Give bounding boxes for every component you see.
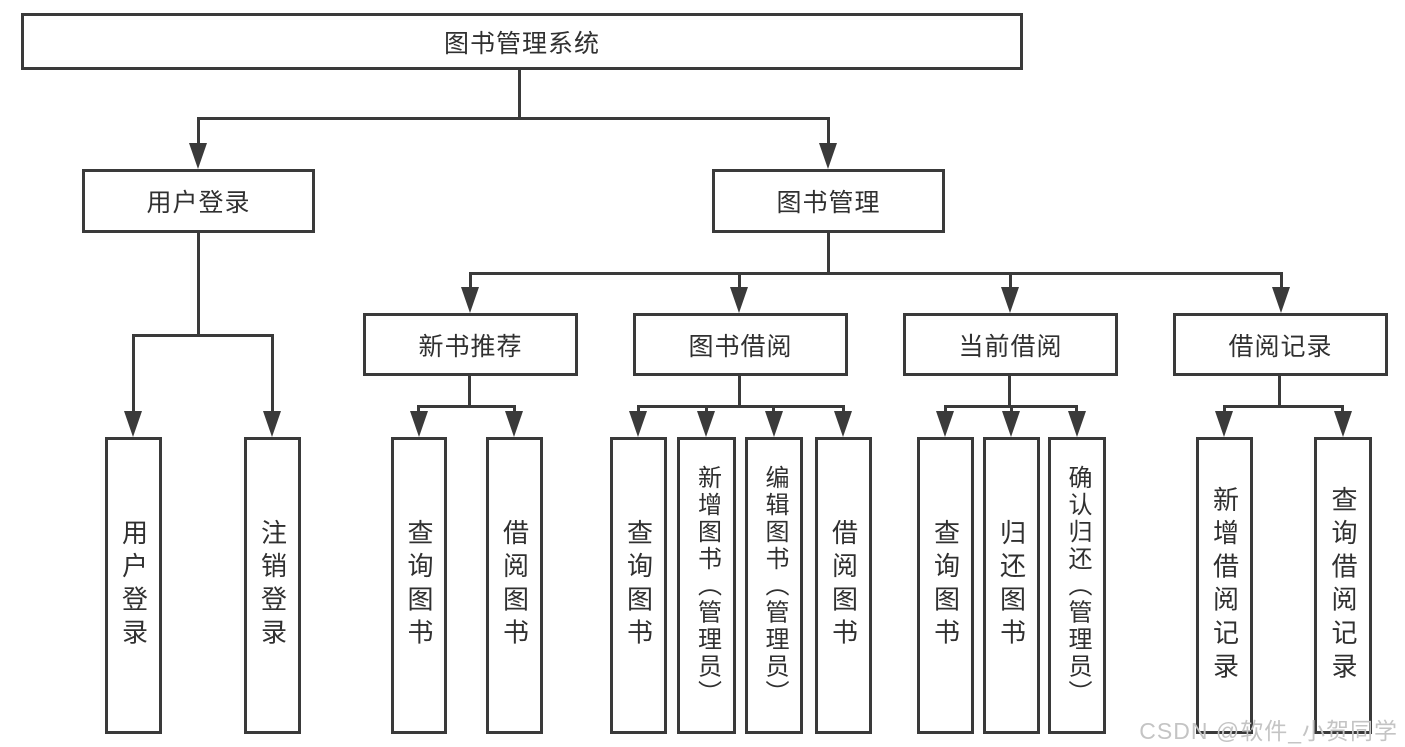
- leaf-borrow-books: 借阅图书: [815, 437, 872, 734]
- arrowhead-icon: [124, 411, 142, 437]
- node-label: 借阅图书: [499, 518, 530, 653]
- connector-line: [271, 334, 274, 414]
- arrowhead-icon: [461, 287, 479, 313]
- leaf-user-login: 用户登录: [105, 437, 162, 734]
- node-label: 借阅图书: [828, 518, 859, 653]
- arrowhead-icon: [936, 411, 954, 437]
- node-label: 新增图书（管理员）: [693, 464, 721, 707]
- node-root: 图书管理系统: [21, 13, 1023, 70]
- arrowhead-icon: [1272, 287, 1290, 313]
- node-current-borrow: 当前借阅: [903, 313, 1118, 376]
- connector-line: [944, 405, 947, 415]
- arrowhead-icon: [1001, 287, 1019, 313]
- leaf-confirm-return-admin: 确认归还（管理员）: [1048, 437, 1106, 734]
- connector-line: [842, 405, 845, 415]
- leaf-query-books-recommend: 查询图书: [391, 437, 447, 734]
- node-label: 确认归还（管理员）: [1064, 464, 1091, 707]
- node-user-login: 用户登录: [82, 169, 315, 233]
- connector-line: [197, 117, 830, 120]
- connector-line: [1280, 272, 1283, 290]
- arrowhead-icon: [730, 287, 748, 313]
- connector-line: [705, 405, 708, 415]
- connector-line: [1223, 405, 1226, 415]
- arrowhead-icon: [505, 411, 523, 437]
- arrowhead-icon: [410, 411, 428, 437]
- connector-line: [417, 405, 420, 415]
- connector-line: [637, 405, 845, 408]
- node-label: 查询图书: [623, 518, 654, 653]
- arrowhead-icon: [1068, 411, 1086, 437]
- arrowhead-icon: [697, 411, 715, 437]
- connector-line: [469, 272, 1283, 275]
- connector-line: [827, 117, 830, 147]
- connector-line: [738, 272, 741, 290]
- connector-line: [1278, 376, 1281, 408]
- node-label: 编辑图书（管理员）: [761, 464, 788, 707]
- leaf-query-books-current: 查询图书: [917, 437, 974, 734]
- leaf-query-books-borrow: 查询图书: [610, 437, 667, 734]
- node-label: 图书管理: [776, 189, 881, 217]
- node-book-management: 图书管理: [712, 169, 945, 233]
- node-label: 新书推荐: [418, 332, 523, 361]
- node-label: 图书管理系统: [443, 29, 600, 58]
- connector-line: [738, 376, 741, 408]
- node-label: 新增借阅记录: [1209, 485, 1240, 686]
- leaf-borrow-books-recommend: 借阅图书: [486, 437, 543, 734]
- node-label: 图书借阅: [688, 332, 793, 361]
- connector-line: [518, 70, 521, 117]
- leaf-return-books: 归还图书: [983, 437, 1040, 734]
- connector-line: [417, 405, 516, 408]
- connector-line: [637, 405, 640, 415]
- node-label: 用户登录: [146, 189, 251, 217]
- arrowhead-icon: [819, 143, 837, 169]
- node-label: 查询借阅记录: [1328, 485, 1358, 686]
- connector-line: [132, 334, 274, 337]
- arrowhead-icon: [834, 411, 852, 437]
- node-label: 借阅记录: [1228, 332, 1333, 361]
- arrowhead-icon: [189, 143, 207, 169]
- connector-line: [1075, 405, 1078, 415]
- leaf-add-books-admin: 新增图书（管理员）: [677, 437, 736, 734]
- leaf-add-borrow-record: 新增借阅记录: [1196, 437, 1253, 734]
- connector-line: [1223, 405, 1343, 408]
- node-label: 当前借阅: [958, 332, 1063, 361]
- node-label: 注销登录: [257, 518, 288, 653]
- connector-line: [197, 117, 200, 147]
- leaf-query-borrow-record: 查询借阅记录: [1314, 437, 1372, 734]
- leaf-edit-books-admin: 编辑图书（管理员）: [745, 437, 803, 734]
- node-label: 查询图书: [404, 518, 434, 653]
- node-label: 归还图书: [996, 518, 1027, 653]
- node-new-book-recommend: 新书推荐: [363, 313, 578, 376]
- connector-line: [1341, 405, 1344, 415]
- connector-line: [772, 405, 775, 415]
- connector-line: [468, 376, 471, 408]
- node-book-borrow: 图书借阅: [633, 313, 848, 376]
- arrowhead-icon: [263, 411, 281, 437]
- connector-line: [1010, 405, 1013, 415]
- arrowhead-icon: [1215, 411, 1233, 437]
- node-borrow-records: 借阅记录: [1173, 313, 1388, 376]
- csdn-watermark: CSDN @软件_小贺同学: [1139, 718, 1398, 744]
- connector-line: [513, 405, 516, 415]
- arrowhead-icon: [629, 411, 647, 437]
- node-label: 查询图书: [930, 518, 961, 653]
- node-label: 用户登录: [118, 518, 149, 653]
- connector-line: [827, 233, 830, 274]
- connector-line: [1008, 376, 1011, 408]
- connector-line: [469, 272, 472, 290]
- leaf-logout: 注销登录: [244, 437, 301, 734]
- connector-line: [1009, 272, 1012, 290]
- connector-line: [132, 334, 135, 414]
- arrowhead-icon: [1002, 411, 1020, 437]
- arrowhead-icon: [1334, 411, 1352, 437]
- arrowhead-icon: [765, 411, 783, 437]
- connector-line: [197, 233, 200, 336]
